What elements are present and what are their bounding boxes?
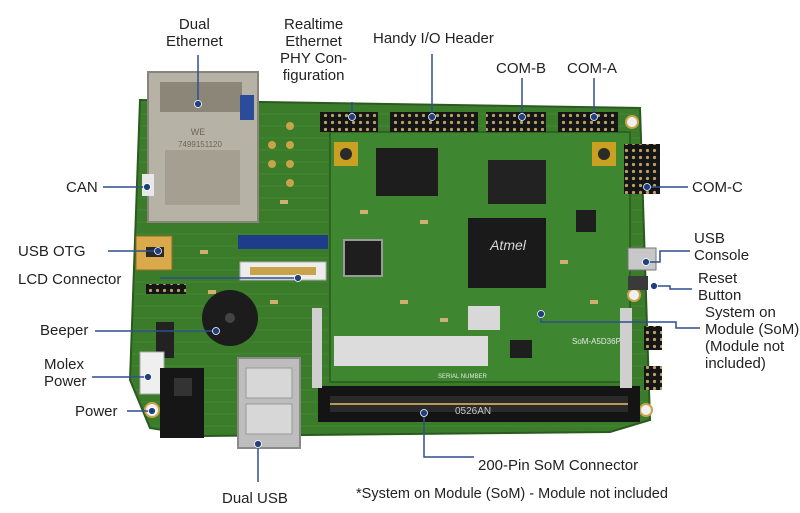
label-lcd-connector: LCD Connector	[18, 271, 122, 288]
label-reset-button: Reset Button	[698, 270, 742, 304]
reset-button	[628, 276, 648, 290]
label-com-b: COM-B	[496, 60, 546, 77]
com-c-header	[624, 144, 660, 194]
label-can: CAN	[66, 179, 98, 196]
ethernet-jack: WE 7499151120	[147, 71, 259, 223]
memory-chip	[376, 148, 438, 196]
serial-number-box	[334, 336, 488, 366]
flash-chip	[488, 160, 546, 204]
leader-dots	[143, 100, 658, 448]
svg-text:SERIAL NUMBER: SERIAL NUMBER	[438, 374, 487, 380]
dual-usb-port	[237, 357, 301, 449]
usb-console-port	[627, 247, 657, 271]
svg-text:0526AN: 0526AN	[455, 406, 491, 417]
label-dual-usb: Dual USB	[222, 490, 288, 507]
label-molex-power: Molex Power	[44, 356, 87, 390]
label-usb-otg: USB OTG	[18, 243, 86, 260]
usb-otg-port	[135, 235, 173, 271]
svg-text:SoM-A5D36P: SoM-A5D36P	[572, 337, 621, 346]
atmel-processor	[468, 218, 546, 288]
label-som-connector: 200-Pin SoM Connector	[478, 457, 639, 474]
label-realtime-ethernet: Realtime Ethernet PHY Con- figuration	[280, 16, 348, 84]
com-b-header	[486, 112, 546, 132]
com-a-header	[558, 112, 618, 132]
label-som: System on Module (SoM) (Module not inclu…	[705, 304, 800, 372]
label-com-a: COM-A	[567, 60, 617, 77]
leader-lines	[92, 54, 700, 482]
label-dual-ethernet: Dual Ethernet	[166, 16, 223, 50]
label-com-c: COM-C	[692, 179, 743, 196]
som-connector: 0526AN	[318, 386, 640, 422]
label-handy-io-header: Handy I/O Header	[373, 30, 494, 47]
svg-text:WE: WE	[191, 127, 206, 137]
qfp-chip	[343, 239, 383, 277]
svg-text:7499151120: 7499151120	[178, 140, 222, 149]
footnote: *System on Module (SoM) - Module not inc…	[356, 486, 668, 502]
label-usb-console: USB Console	[694, 230, 750, 264]
realtime-header	[320, 112, 378, 132]
label-beeper: Beeper	[40, 322, 89, 339]
handy-io-header	[390, 112, 478, 132]
svg-text:Atmel: Atmel	[489, 237, 527, 253]
label-power: Power	[75, 403, 118, 420]
